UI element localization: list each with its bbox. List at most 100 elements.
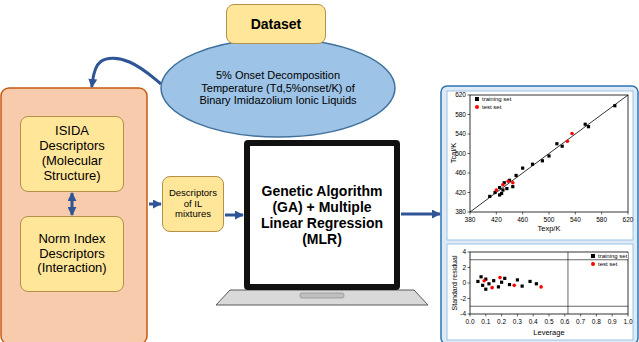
tick — [468, 173, 471, 174]
tick-label: 0.2 — [497, 319, 506, 326]
scatter-frame — [470, 95, 628, 212]
node-text: ISIDA Descriptors (Molecular Structure) — [25, 124, 119, 184]
node-text: Genetic Algorithm (GA) + Multiple Linear… — [254, 183, 390, 247]
training-point — [613, 104, 616, 107]
test-point — [570, 132, 574, 136]
test-point — [490, 286, 494, 290]
tick-label: 380 — [465, 217, 476, 224]
test-point — [511, 181, 515, 185]
tick-label: 0.7 — [576, 319, 585, 326]
tick — [470, 314, 471, 317]
tick-label: -4 — [460, 311, 466, 318]
tick-label: -2 — [460, 295, 466, 302]
training-point — [521, 285, 524, 288]
descriptor-panel-fill — [1, 88, 147, 342]
tick — [612, 314, 613, 317]
tick — [468, 95, 471, 96]
williams-pane — [447, 244, 633, 340]
test-point — [512, 284, 516, 288]
training-point — [488, 195, 491, 198]
flow-arrow — [225, 214, 243, 217]
legend-text: training set — [598, 253, 627, 259]
test-point — [498, 276, 502, 280]
training-point — [528, 280, 531, 283]
tick-label: 460 — [455, 170, 466, 177]
ideal-line — [470, 95, 628, 212]
tick — [564, 314, 565, 317]
tick-label: 540 — [570, 217, 581, 224]
training-point — [561, 145, 564, 148]
tick-label: 540 — [455, 131, 466, 138]
training-point — [501, 188, 504, 191]
dataset-ellipse: 5% Onset Decomposition Temperature (Td,5… — [160, 38, 396, 138]
legend-swatch — [475, 105, 479, 109]
test-point — [482, 279, 486, 283]
tick — [549, 314, 550, 317]
tick — [628, 212, 629, 215]
legend-swatch — [475, 97, 479, 101]
training-point — [514, 174, 517, 177]
tick-label: 4 — [462, 249, 466, 256]
training-point — [498, 186, 501, 189]
training-point — [479, 275, 482, 278]
tick-label: 420 — [491, 217, 502, 224]
training-point — [587, 125, 590, 128]
tick — [596, 314, 597, 317]
tick — [468, 134, 471, 135]
mixture-descriptor-box: Descriptors of IL mixtures — [162, 176, 224, 232]
tick — [468, 114, 471, 115]
tick — [628, 314, 629, 317]
results-panel — [441, 86, 638, 342]
tick-label: 0.9 — [608, 319, 617, 326]
tick — [468, 298, 471, 299]
flow-arrow — [71, 193, 74, 215]
tick-label: 0.8 — [592, 319, 601, 326]
tick-label: 620 — [455, 92, 466, 99]
tick-label: 0.1 — [481, 319, 490, 326]
axis-title: Texp/K — [538, 225, 561, 233]
tick — [575, 212, 576, 215]
legend-entry: training set — [474, 96, 512, 102]
training-point — [535, 282, 538, 285]
training-point — [481, 284, 484, 287]
legend-text: training set — [482, 96, 511, 102]
tick — [468, 212, 471, 213]
tick — [501, 314, 502, 317]
tick-label: 580 — [596, 217, 607, 224]
tick — [485, 314, 486, 317]
legend-entry: training set — [590, 253, 628, 259]
tick — [522, 212, 523, 215]
training-point — [505, 187, 508, 190]
tick — [496, 212, 497, 215]
training-point — [508, 283, 511, 286]
tick-label: 460 — [517, 217, 528, 224]
training-point — [503, 277, 506, 280]
tick-label: 0.0 — [465, 319, 474, 326]
tick-label: 620 — [623, 217, 634, 224]
tick — [580, 314, 581, 317]
node-text: Dataset — [251, 16, 302, 32]
tick — [470, 212, 471, 215]
tick — [468, 314, 471, 315]
training-point — [521, 167, 524, 170]
tick-label: 0.6 — [560, 319, 569, 326]
test-point — [506, 179, 510, 183]
laptop-screen: Genetic Algorithm (GA) + Multiple Linear… — [244, 140, 400, 290]
legend-entry: test set — [474, 104, 502, 110]
scatter-pane — [447, 91, 633, 240]
norm-index-box: Norm Index Descriptors (Interaction) — [20, 216, 124, 292]
axis-title: Standard residual — [451, 256, 458, 311]
leverage-limit — [567, 252, 568, 314]
tick — [533, 314, 534, 317]
training-point — [498, 193, 501, 196]
tick — [517, 314, 518, 317]
tick-label: 0.3 — [513, 319, 522, 326]
williams-frame — [470, 252, 628, 314]
test-point — [495, 188, 499, 192]
results-panel-fill — [441, 86, 638, 342]
test-point — [501, 183, 505, 187]
training-point — [516, 278, 519, 281]
dataset-box: Dataset — [226, 4, 326, 44]
